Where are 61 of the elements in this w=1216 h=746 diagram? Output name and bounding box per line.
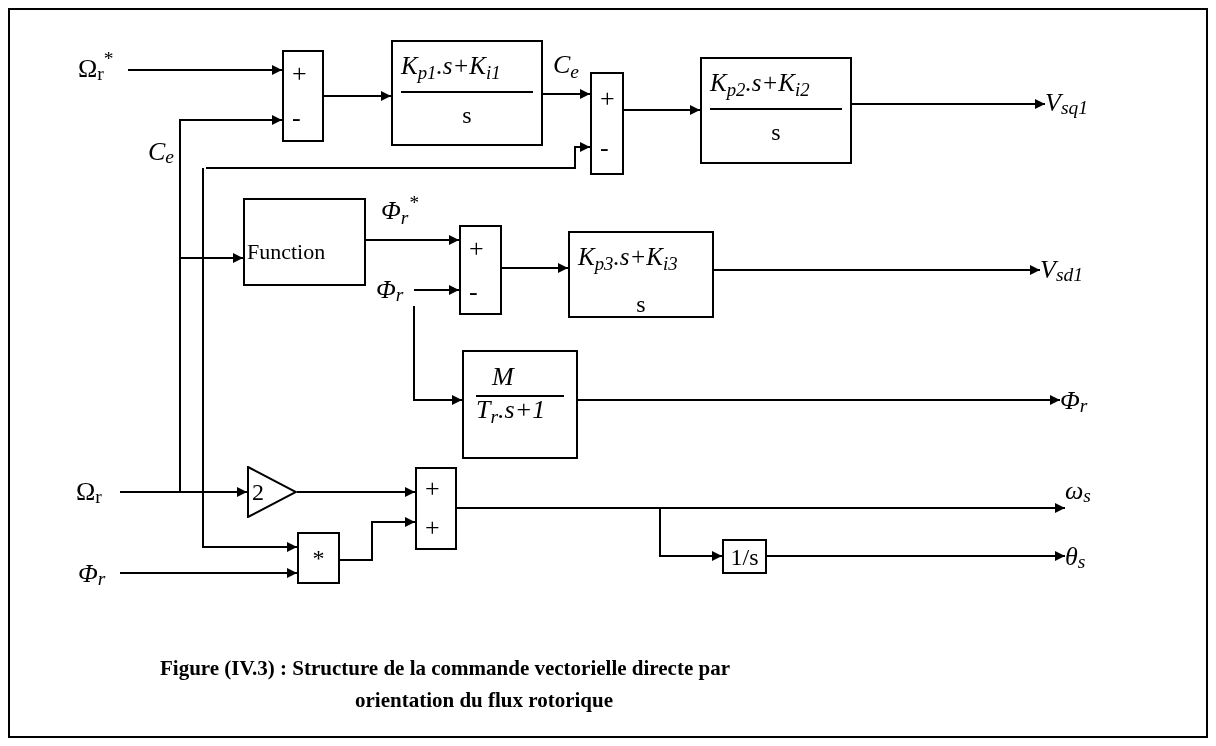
signal-arrow: [202, 167, 298, 552]
numerator-label: M: [490, 364, 516, 390]
signal-arrow: [296, 487, 416, 497]
signal-label: V$_{sd1}$: [1040, 253, 1110, 287]
denominator-label: s: [771, 120, 781, 145]
function-block: [722, 539, 767, 574]
sign-label: +: [425, 515, 441, 542]
transfer-function-block: [391, 40, 543, 146]
gain-value: 2: [252, 478, 264, 507]
signal-arrow: [119, 568, 298, 578]
sum-block: [459, 225, 502, 315]
denominator-label: T$_{r}$.s+1: [476, 397, 547, 423]
signal-label: Φ$_{r}$: [1060, 384, 1104, 418]
numerator-label: K$_{p3}$.s+K$_{i3}$: [578, 242, 679, 273]
signal-label: C$_{e}$: [148, 136, 206, 168]
signal-arrow: [323, 91, 392, 101]
sign-label: +: [469, 235, 485, 262]
sign-label: -: [600, 135, 610, 162]
signal-arrow: [542, 89, 591, 99]
figure-caption: Figure (IV.3) : Structure de la commande vectorielle directe par orientation du flux rotorique: [160, 655, 731, 714]
signal-arrow: [339, 517, 416, 561]
block-label: 1/s: [730, 544, 759, 569]
signal-arrow: [413, 305, 463, 405]
signal-arrow: [365, 235, 460, 245]
signal-label: V$_{sq1}$: [1045, 86, 1115, 120]
sign-label: +: [425, 475, 441, 502]
denominator-label: s: [636, 292, 646, 317]
sign-label: +: [292, 61, 308, 87]
sign-label: -: [469, 278, 479, 305]
signal-label: Φ$_{r}$: [78, 558, 120, 590]
signal-arrow: [766, 551, 1066, 561]
function-block: [297, 532, 340, 584]
numerator-label: K$_{p1}$.s+K$_{i1}$: [401, 51, 502, 82]
block-label: Function: [247, 238, 327, 266]
signal-arrow: [413, 285, 460, 295]
signal-label: Ω$_{r}$: [76, 476, 120, 508]
transfer-function-block: [568, 231, 714, 318]
signal-arrow: [623, 105, 701, 115]
signal-arrow: [713, 265, 1041, 275]
numerator-label: K$_{p2}$.s+K$_{i2}$: [710, 68, 811, 99]
signal-arrow: [127, 65, 283, 75]
block-label: *: [312, 546, 325, 570]
signal-arrow: [456, 507, 723, 561]
signal-label: θ$_{s}$: [1065, 541, 1107, 573]
gain-triangle: [247, 466, 297, 518]
denominator-label: s: [462, 103, 472, 128]
sign-label: -: [292, 105, 302, 131]
signal-arrow: [119, 487, 248, 497]
signal-arrow: [577, 395, 1061, 405]
sum-block: [282, 50, 324, 142]
signal-label: ω$_{s}$: [1065, 474, 1111, 508]
sum-block: [415, 467, 457, 550]
signal-arrow: [205, 142, 591, 169]
function-block: [243, 198, 366, 286]
sum-block: [590, 72, 624, 175]
signal-arrow: [851, 99, 1046, 109]
sign-label: +: [600, 85, 616, 112]
transfer-function-block: [700, 57, 852, 164]
transfer-function-block: [462, 350, 578, 459]
signal-label: Φ$_{r}$: [376, 274, 414, 306]
signal-arrow: [501, 263, 569, 273]
